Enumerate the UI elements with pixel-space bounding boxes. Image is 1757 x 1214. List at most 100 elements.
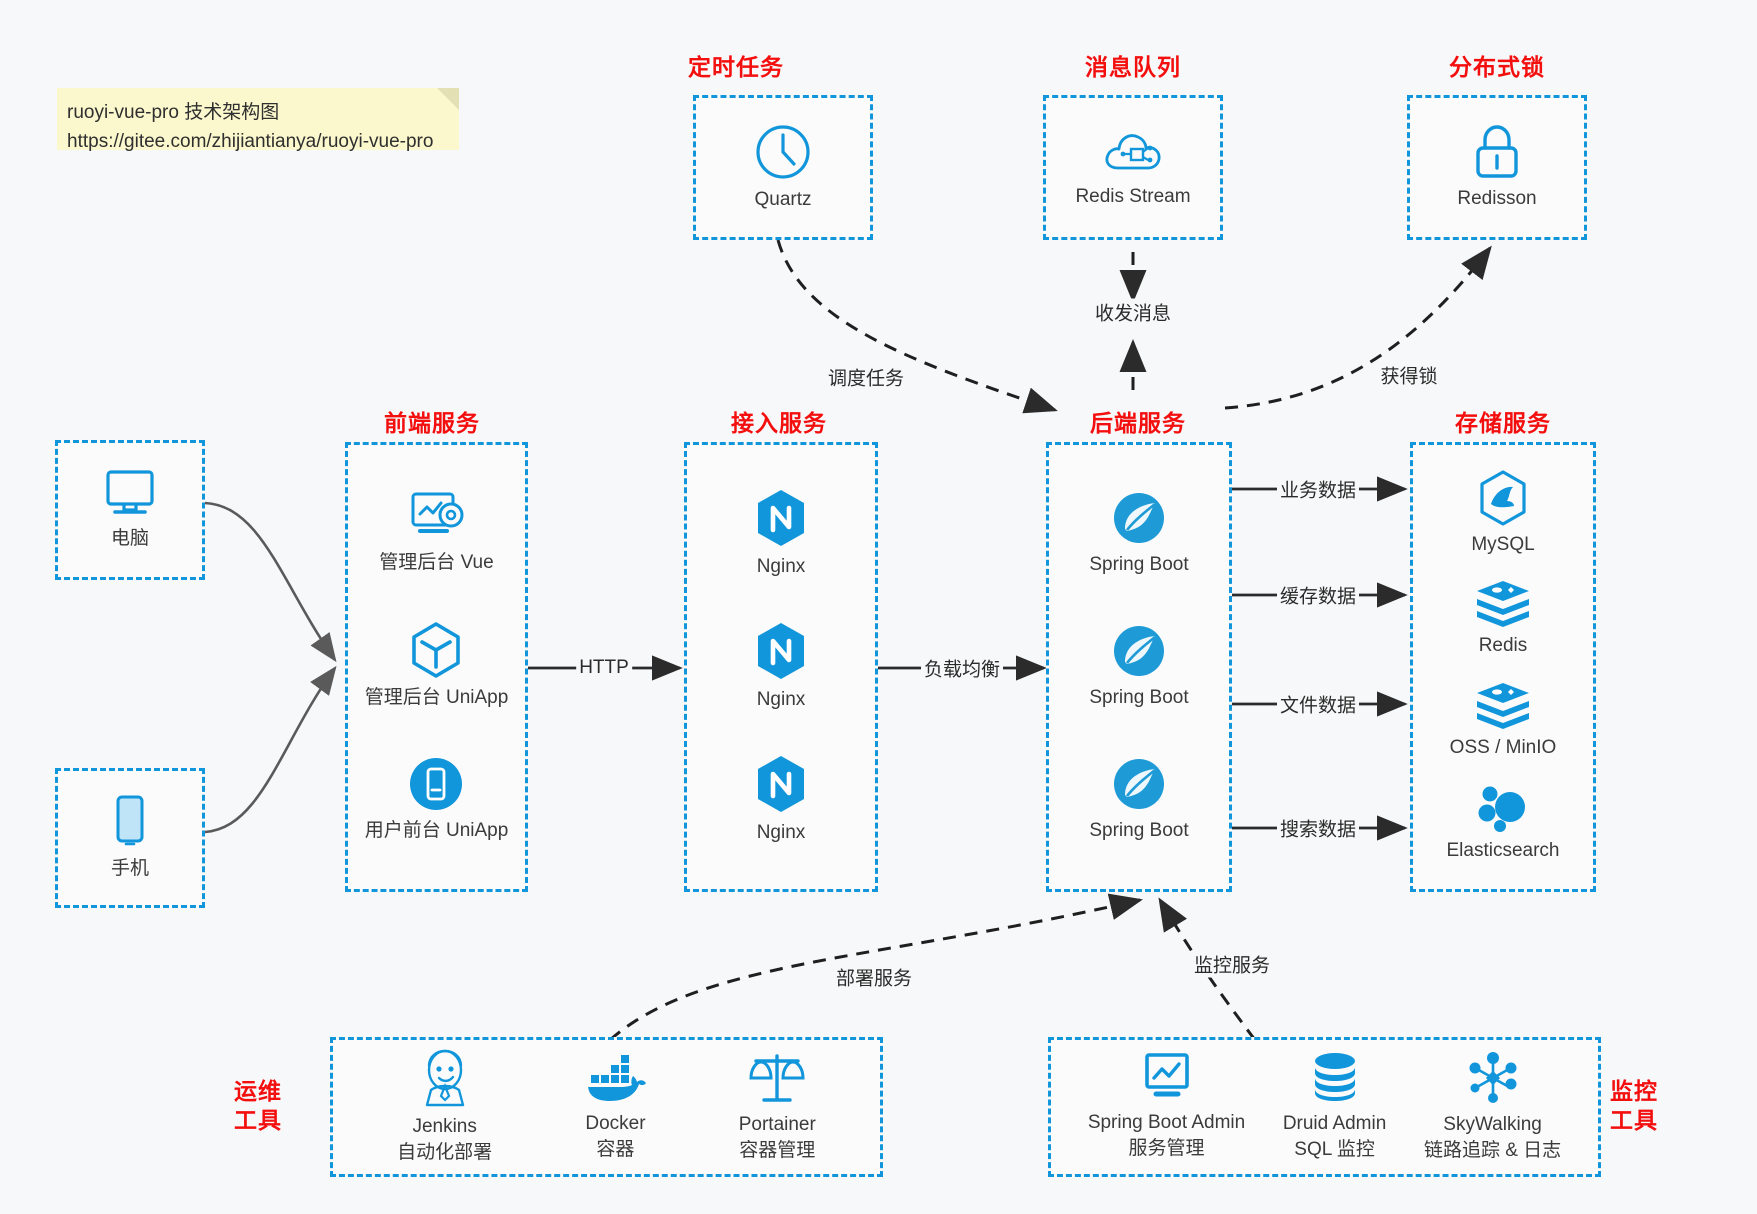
group-title-mq: 消息队列 xyxy=(1085,54,1181,80)
node-redis-stream[interactable]: Redis Stream xyxy=(1075,126,1191,210)
node-admin-uniapp[interactable]: 管理后台 UniApp xyxy=(364,621,509,711)
skywalking-icon xyxy=(1465,1050,1521,1106)
node-spring-boot-2[interactable]: Spring Boot xyxy=(1089,623,1189,711)
node-user-uniapp[interactable]: 用户前台 UniApp xyxy=(364,756,509,844)
monitor-chart-icon xyxy=(1138,1052,1196,1104)
node-label: 管理后台 Vue xyxy=(379,551,494,573)
group-title-scheduler: 定时任务 xyxy=(688,54,784,80)
node-label: Portainer xyxy=(738,1114,816,1136)
node-jenkins[interactable]: Jenkins 自动化部署 xyxy=(397,1048,492,1165)
nginx-icon xyxy=(754,488,808,548)
dashboard-gear-icon xyxy=(407,490,465,544)
phone-icon xyxy=(110,794,150,850)
group-title-frontend: 前端服务 xyxy=(384,410,480,436)
node-nginx-3[interactable]: Nginx xyxy=(754,754,808,846)
group-scheduler[interactable]: Quartz xyxy=(693,95,873,240)
group-title-lock: 分布式锁 xyxy=(1449,54,1545,80)
node-label: Nginx xyxy=(756,689,806,711)
edge-label-acquire-lock: 获得锁 xyxy=(1377,361,1441,389)
note-fold-icon xyxy=(437,88,459,110)
edge-label-http: HTTP xyxy=(576,657,632,679)
node-label: Redis xyxy=(1478,635,1528,657)
node-elasticsearch[interactable]: Elasticsearch xyxy=(1447,782,1560,864)
spring-boot-icon xyxy=(1111,623,1167,679)
edge-label-cache-data: 缓存数据 xyxy=(1276,581,1360,609)
node-sublabel: 链路追踪 & 日志 xyxy=(1423,1140,1562,1162)
node-spring-boot-admin[interactable]: Spring Boot Admin 服务管理 xyxy=(1088,1052,1245,1161)
node-redisson[interactable]: Redisson xyxy=(1457,124,1537,212)
node-sublabel: 服务管理 xyxy=(1128,1138,1205,1160)
group-title-devops-line1: 运维 xyxy=(234,1078,282,1104)
node-sublabel: 自动化部署 xyxy=(397,1142,493,1164)
edge-label-schedule-task: 调度任务 xyxy=(824,363,908,391)
clock-icon xyxy=(754,123,812,181)
docker-icon xyxy=(584,1051,647,1105)
node-spring-boot-1[interactable]: Spring Boot xyxy=(1089,490,1189,578)
group-monitor[interactable]: Spring Boot Admin 服务管理 Druid Admin SQL 监… xyxy=(1048,1037,1601,1177)
node-label: 手机 xyxy=(110,858,149,880)
group-devops[interactable]: Jenkins 自动化部署 Docker 容器 xyxy=(330,1037,883,1177)
node-label: Quartz xyxy=(754,188,812,210)
elasticsearch-icon xyxy=(1476,782,1530,833)
node-phone[interactable]: 手机 xyxy=(110,794,150,882)
edge-label-search-data: 搜索数据 xyxy=(1276,814,1360,842)
node-desktop[interactable]: 电脑 xyxy=(102,468,158,552)
group-title-monitor: 监控 工具 xyxy=(1610,1077,1658,1135)
group-client-phone[interactable]: 手机 xyxy=(55,768,205,908)
desktop-icon xyxy=(102,468,158,520)
node-label: Redisson xyxy=(1457,187,1537,209)
note-line-2: https://gitee.com/zhijiantianya/ruoyi-vu… xyxy=(67,131,434,153)
node-nginx-1[interactable]: Nginx xyxy=(754,488,808,580)
jenkins-icon xyxy=(417,1048,473,1108)
node-label: Elasticsearch xyxy=(1446,840,1560,862)
node-label: MySQL xyxy=(1471,533,1535,555)
group-title-monitor-line2: 工具 xyxy=(1610,1106,1658,1133)
group-title-storage: 存储服务 xyxy=(1455,410,1551,436)
group-title-gateway: 接入服务 xyxy=(731,410,827,436)
group-client-desktop[interactable]: 电脑 xyxy=(55,440,205,580)
scales-icon xyxy=(748,1050,806,1106)
node-label: Druid Admin xyxy=(1282,1113,1387,1135)
nginx-icon xyxy=(754,754,808,814)
node-portainer[interactable]: Portainer 容器管理 xyxy=(739,1050,816,1163)
node-quartz[interactable]: Quartz xyxy=(754,123,812,213)
group-backend[interactable]: Spring Boot Spring Boot Spring Boot xyxy=(1046,442,1232,892)
node-label: Nginx xyxy=(756,555,806,577)
database-icon xyxy=(1308,1051,1362,1105)
group-gateway[interactable]: Nginx Nginx Nginx xyxy=(684,442,878,892)
node-label: 管理后台 UniApp xyxy=(364,687,509,709)
edge-label-business-data: 业务数据 xyxy=(1276,475,1360,503)
node-nginx-2[interactable]: Nginx xyxy=(754,621,808,713)
node-label: Jenkins xyxy=(412,1116,477,1138)
node-label: SkyWalking xyxy=(1443,1114,1542,1136)
spring-boot-icon xyxy=(1111,490,1167,546)
node-druid-admin[interactable]: Druid Admin SQL 监控 xyxy=(1282,1051,1387,1162)
cloud-stream-icon xyxy=(1102,126,1164,178)
group-mq[interactable]: Redis Stream xyxy=(1043,95,1223,240)
redis-icon xyxy=(1475,681,1531,729)
cube-icon xyxy=(409,621,463,679)
edge-label-send-receive-message: 收发消息 xyxy=(1091,298,1175,326)
node-mysql[interactable]: MySQL xyxy=(1471,470,1535,558)
node-label: Nginx xyxy=(756,822,806,844)
node-skywalking[interactable]: SkyWalking 链路追踪 & 日志 xyxy=(1424,1050,1561,1163)
node-admin-vue[interactable]: 管理后台 Vue xyxy=(379,490,494,576)
edge-label-file-data: 文件数据 xyxy=(1276,690,1360,718)
node-sublabel: 容器 xyxy=(596,1139,635,1161)
node-label: Docker xyxy=(585,1113,646,1135)
node-spring-boot-3[interactable]: Spring Boot xyxy=(1089,756,1189,844)
group-title-backend: 后端服务 xyxy=(1090,410,1186,436)
node-docker[interactable]: Docker 容器 xyxy=(584,1051,647,1162)
node-oss-minio[interactable]: OSS / MinIO xyxy=(1450,681,1556,761)
group-title-devops: 运维 工具 xyxy=(234,1077,282,1135)
node-redis[interactable]: Redis xyxy=(1475,579,1531,659)
group-lock[interactable]: Redisson xyxy=(1407,95,1587,240)
note-line-1: ruoyi-vue-pro 技术架构图 xyxy=(67,102,280,123)
group-frontend[interactable]: 管理后台 Vue 管理后台 UniApp 用户前台 UniApp xyxy=(345,442,528,892)
edge-label-monitor-service: 监控服务 xyxy=(1190,950,1274,978)
mobile-app-icon xyxy=(408,756,464,812)
group-title-monitor-line1: 监控 xyxy=(1610,1078,1658,1104)
node-label: 用户前台 UniApp xyxy=(364,820,509,842)
group-storage[interactable]: MySQL Redis xyxy=(1410,442,1596,892)
